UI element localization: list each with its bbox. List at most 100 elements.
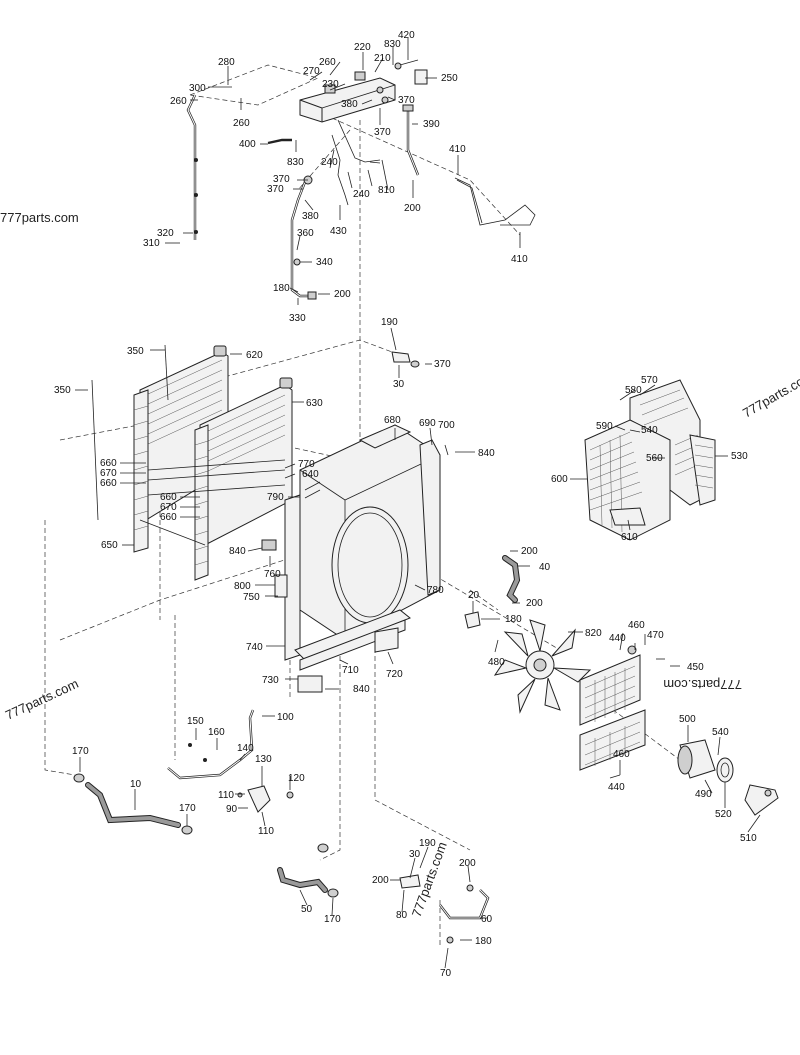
- part-label: 690: [419, 418, 436, 429]
- part-label: 840: [478, 448, 495, 459]
- watermark-4: 777parts.com: [3, 676, 81, 723]
- part-label: 300: [189, 83, 206, 94]
- part-label: 200: [459, 858, 476, 869]
- part-labels: 280 300 260 260 270 260 230 220 830 420 …: [54, 30, 757, 979]
- part-label: 520: [715, 809, 732, 820]
- watermark-1: 777parts.com: [0, 210, 79, 225]
- part-label: 380: [341, 99, 358, 110]
- part-label: 370: [398, 95, 415, 106]
- part-label: 720: [386, 669, 403, 680]
- part-label: 820: [585, 628, 602, 639]
- part-label: 750: [243, 592, 260, 603]
- part-label: 440: [609, 633, 626, 644]
- part-label: 190: [381, 317, 398, 328]
- part-label: 270: [303, 66, 320, 77]
- part-label: 10: [130, 779, 142, 790]
- part-label: 100: [277, 712, 294, 723]
- part-label: 330: [289, 313, 306, 324]
- part-label: 260: [233, 118, 250, 129]
- part-label: 110: [258, 826, 274, 837]
- part-label: 180: [475, 936, 492, 947]
- part-label: 200: [334, 289, 351, 300]
- part-label: 230: [322, 79, 339, 90]
- part-label: 590: [596, 421, 613, 432]
- part-label: 740: [246, 642, 263, 653]
- part-label: 510: [740, 833, 757, 844]
- part-label: 220: [354, 42, 371, 53]
- part-label: 40: [539, 562, 551, 573]
- part-label: 180: [505, 614, 522, 625]
- part-label: 770: [298, 459, 315, 470]
- part-label: 170: [72, 746, 89, 757]
- fan: [493, 619, 592, 714]
- part-label: 400: [239, 139, 256, 150]
- watermark-3: 777parts.com: [663, 677, 742, 692]
- part-label: 370: [267, 184, 284, 195]
- part-label: 500: [679, 714, 696, 725]
- part-label: 170: [324, 914, 341, 925]
- part-label: 160: [208, 727, 225, 738]
- watermark-2: 777parts.com: [740, 368, 800, 420]
- part-label: 390: [423, 119, 440, 130]
- fan-shroud-frame: [261, 424, 441, 693]
- part-label: 610: [621, 532, 638, 543]
- part-label: 540: [641, 425, 658, 436]
- part-label: 840: [353, 684, 370, 695]
- part-label: 840: [229, 546, 246, 557]
- fan-drive-hub: [677, 739, 779, 816]
- part-label: 200: [521, 546, 538, 557]
- part-label: 280: [218, 57, 235, 68]
- part-label: 250: [441, 73, 458, 84]
- part-label: 210: [374, 53, 391, 64]
- part-label: 380: [302, 211, 319, 222]
- part-label: 450: [687, 662, 704, 673]
- part-label: 620: [246, 350, 263, 361]
- part-label: 310: [143, 238, 160, 249]
- part-label: 660: [100, 458, 117, 469]
- part-label: 240: [321, 157, 338, 168]
- part-label: 780: [427, 585, 444, 596]
- part-label: 20: [468, 590, 480, 601]
- part-label: 580: [625, 385, 642, 396]
- part-label: 30: [393, 379, 405, 390]
- part-label: 350: [54, 385, 71, 396]
- part-label: 680: [384, 415, 401, 426]
- part-label: 260: [170, 96, 187, 107]
- part-label: 360: [297, 228, 314, 239]
- part-label: 110: [218, 790, 234, 801]
- part-label: 800: [234, 581, 251, 592]
- part-label: 700: [438, 420, 455, 431]
- radiator-cores: [91, 344, 293, 581]
- part-label: 30: [409, 849, 421, 860]
- part-label: 370: [273, 174, 290, 185]
- leader-lines: [75, 38, 761, 969]
- part-label: 660: [160, 512, 177, 523]
- part-label: 170: [179, 803, 196, 814]
- part-label: 240: [353, 189, 370, 200]
- part-label: 90: [226, 804, 238, 815]
- part-label: 440: [608, 782, 625, 793]
- part-label: 470: [647, 630, 664, 641]
- fan-guard-440: [579, 645, 646, 771]
- part-label: 460: [628, 620, 645, 631]
- part-label: 140: [237, 743, 254, 754]
- part-label: 80: [396, 910, 408, 921]
- part-label: 650: [101, 540, 118, 551]
- part-label: 370: [374, 127, 391, 138]
- part-label: 410: [511, 254, 528, 265]
- part-label: 530: [731, 451, 748, 462]
- part-label: 410: [449, 144, 466, 155]
- part-label: 480: [488, 657, 505, 668]
- fan-guard-assembly: [584, 379, 716, 541]
- part-label: 180: [273, 283, 290, 294]
- part-label: 340: [316, 257, 333, 268]
- part-label: 260: [319, 57, 336, 68]
- part-label: 350: [127, 346, 144, 357]
- part-label: 810: [378, 185, 395, 196]
- part-label: 190: [419, 838, 436, 849]
- part-label: 200: [372, 875, 389, 886]
- part-label: 640: [302, 469, 319, 480]
- part-label: 560: [646, 453, 663, 464]
